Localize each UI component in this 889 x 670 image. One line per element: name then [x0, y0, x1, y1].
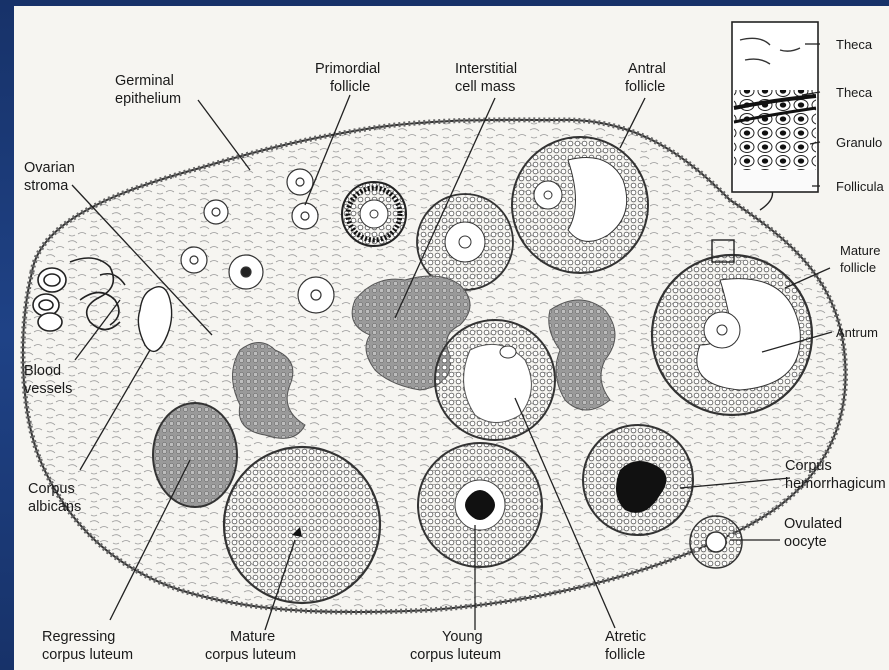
label-regressing-corpus-luteum: Regressing corpus luteum: [42, 629, 133, 663]
antral-follicle: [512, 137, 648, 273]
corpus-hemorrhagicum: [583, 425, 693, 535]
label-mature-corpus-luteum: Mature corpus luteum: [205, 629, 296, 663]
mature-corpus-luteum: [224, 447, 380, 603]
ovulated-oocyte: [690, 516, 742, 568]
label-antrum: Antrum: [836, 325, 878, 340]
young-corpus-luteum: [418, 443, 542, 567]
inset-detail: [732, 22, 818, 192]
inset-arrow: [760, 190, 773, 210]
label-ovulated-oocyte: Ovulated oocyte: [784, 516, 846, 550]
label-interstitial-cell-mass: Interstitial cell mass: [455, 61, 521, 95]
label-ovarian-stroma: Ovarian stroma: [24, 160, 79, 194]
label-inset-theca-externa: Theca: [836, 37, 873, 52]
label-young-corpus-luteum: Young corpus luteum: [410, 629, 501, 663]
label-inset-follicular: Follicula: [836, 179, 884, 194]
label-germinal-epithelium: Germinal epithelium: [115, 73, 181, 107]
atretic-follicle: [435, 320, 555, 440]
label-inset-granulosa: Granulo: [836, 135, 882, 150]
label-inset-theca-interna: Theca: [836, 85, 873, 100]
primary-follicle: [342, 182, 406, 246]
label-primordial-follicle: Primordial follicle: [315, 61, 384, 95]
label-atretic-follicle: Atretic follicle: [605, 629, 650, 663]
label-mature-follicle: Mature follicle: [840, 243, 884, 275]
label-antral-follicle: Antral follicle: [625, 61, 670, 95]
regressing-corpus-luteum: [153, 403, 237, 507]
